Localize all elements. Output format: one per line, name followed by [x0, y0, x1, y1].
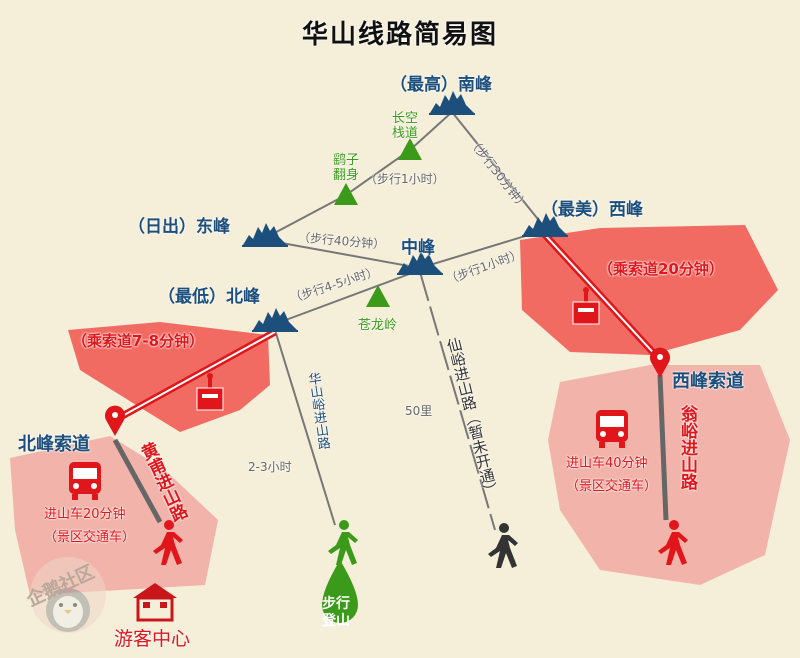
west-peak-label[interactable]: （最美）西峰: [541, 200, 643, 220]
wengyu-road-label: 翁峪进山路: [677, 405, 697, 490]
cableway-zone-west: [520, 225, 778, 355]
changkong-label: 长空 栈道: [392, 111, 419, 141]
watermark-penguin-logo: [30, 557, 106, 633]
west-bus-note: （景区交通车）: [566, 479, 658, 494]
north-peak-label[interactable]: （最低）北峰: [158, 287, 260, 307]
visitor-center-house-icon: [133, 583, 177, 622]
north-cableway-label[interactable]: 北峰索道: [18, 434, 90, 455]
north-bus-note: （景区交通车）: [44, 530, 136, 545]
wengyu-road: [657, 374, 669, 521]
hike-start-label[interactable]: 步行 登山: [322, 596, 350, 629]
huashanyu-time: 2-3小时: [248, 460, 292, 474]
xianyu-walker-icon: [488, 523, 518, 568]
huangfu-road: [112, 438, 163, 524]
west-cableway-label[interactable]: 西峰索道: [672, 371, 744, 392]
canglong-label: 苍龙岭: [358, 318, 398, 333]
map-title: 华山线路简易图: [301, 20, 498, 50]
hiking-trails: [264, 111, 546, 531]
route-time-yaozi: （步行1小时）: [365, 172, 445, 186]
north-peak-mountain-icon: [252, 308, 298, 332]
north-cableway-pin-icon: [105, 405, 125, 436]
xianyu-distance: 50里: [405, 404, 433, 418]
yaozi-triangle-icon: [334, 183, 358, 205]
west-cable-time: （乘索道20分钟）: [598, 260, 724, 278]
north-bus-time: 进山车20分钟: [44, 507, 126, 522]
east-peak-mountain-icon: [242, 223, 288, 247]
north-cable-time: （乘索道7-8分钟）: [72, 332, 205, 350]
middle-peak-label[interactable]: 中峰: [401, 238, 435, 258]
hike-start-drop-icon: [322, 560, 358, 623]
visitor-center-label[interactable]: 游客中心: [114, 628, 191, 650]
south-peak-label[interactable]: （最高）南峰: [390, 75, 492, 95]
east-peak-label[interactable]: （日出）东峰: [128, 217, 230, 237]
yaozi-label: 鹞子 翻身: [333, 153, 360, 183]
west-bus-time: 进山车40分钟: [566, 456, 648, 471]
hike-walker-icon: [328, 520, 358, 565]
